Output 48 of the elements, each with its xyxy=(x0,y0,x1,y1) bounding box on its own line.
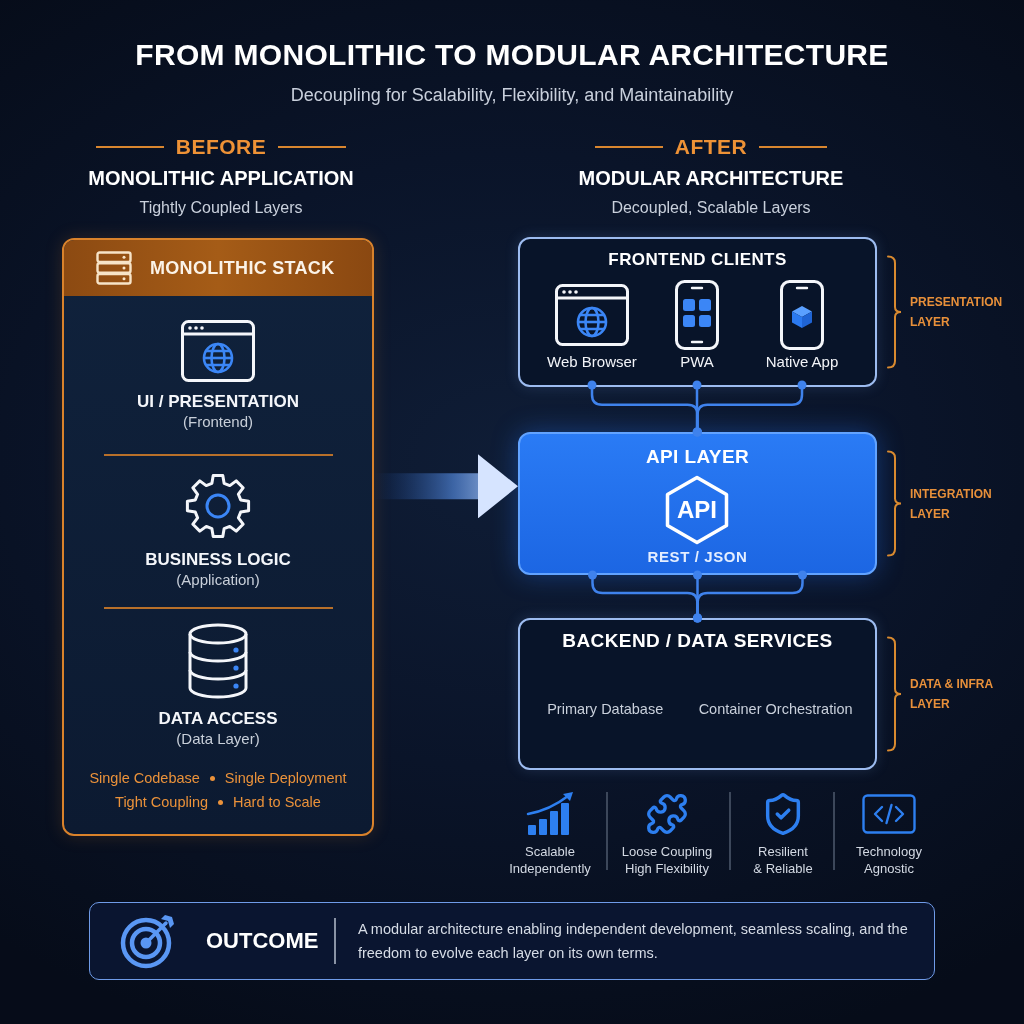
layer-subtitle: (Frontend) xyxy=(183,412,253,431)
section-subtitle: Tightly Coupled Layers xyxy=(139,198,303,218)
layer-tag: INTEGRATION LAYER xyxy=(910,483,1018,524)
connector-line xyxy=(692,380,702,437)
service-caption: Container Orchestration xyxy=(698,700,853,718)
section-subtitle: Decoupled, Scalable Layers xyxy=(611,198,811,218)
feature-label: Loose Coupling xyxy=(621,843,713,860)
outcome-title: OUTCOME xyxy=(206,928,319,954)
outcome-text: A modular architecture enabling independent development, seamless scaling, and the freedom to evolve each layer on its own terms. xyxy=(357,920,908,963)
note-text: Single Deployment xyxy=(224,769,347,788)
connector-line xyxy=(693,570,807,623)
panel-title: FRONTEND CLIENTS xyxy=(608,249,787,271)
section-title: MONOLITHIC APPLICATION xyxy=(88,166,354,190)
layer-subtitle: (Application) xyxy=(176,570,260,589)
note-text: Single Codebase xyxy=(89,769,200,788)
feature-label: Resilient & Reliable xyxy=(752,843,814,877)
layer-title: DATA ACCESS xyxy=(158,709,278,729)
backend-panel xyxy=(518,618,877,770)
client-label: PWA xyxy=(680,353,714,371)
section-tag: BEFORE xyxy=(175,134,267,160)
layer-title: BUSINESS LOGIC xyxy=(145,550,291,570)
service-caption: Primary Database xyxy=(547,700,664,718)
client-label: Native App xyxy=(765,353,839,371)
feature-label: High Flexibility xyxy=(625,860,709,877)
panel-title: MONOLITHIC STACK xyxy=(150,257,335,279)
hexagon-label: API xyxy=(677,496,717,524)
note-text: Tight Coupling xyxy=(115,793,209,812)
panel-title: BACKEND / DATA SERVICES xyxy=(562,630,833,652)
section-tag: AFTER xyxy=(674,134,748,160)
panel-title: API LAYER xyxy=(645,446,750,468)
layer-title: UI / PRESENTATION xyxy=(137,392,299,412)
outcome-panel xyxy=(89,902,935,980)
frontend-panel xyxy=(518,237,877,387)
connector-line xyxy=(693,380,807,437)
client-label: Web Browser xyxy=(547,353,637,371)
section-title: MODULAR ARCHITECTURE xyxy=(578,166,844,190)
feature-label: Scalable Independently xyxy=(508,843,592,877)
api-panel xyxy=(518,432,877,575)
page-title: FROM MONOLITHIC TO MODULAR ARCHITECTURE xyxy=(135,37,889,73)
layer-subtitle: (Data Layer) xyxy=(176,729,260,748)
api-hexagon xyxy=(665,475,729,545)
protocol-label: REST / JSON xyxy=(647,547,748,566)
note-text: Hard to Scale xyxy=(233,793,321,812)
layer-tag: DATA & INFRA LAYER xyxy=(910,674,1018,714)
feature-label: Technology Agnostic xyxy=(855,843,923,877)
page-subtitle: Decoupling for Scalability, Flexibility, and Maintainability xyxy=(290,84,734,106)
stack-panel xyxy=(62,238,374,836)
layer-tag: PRESENTATION LAYER xyxy=(910,292,1018,332)
